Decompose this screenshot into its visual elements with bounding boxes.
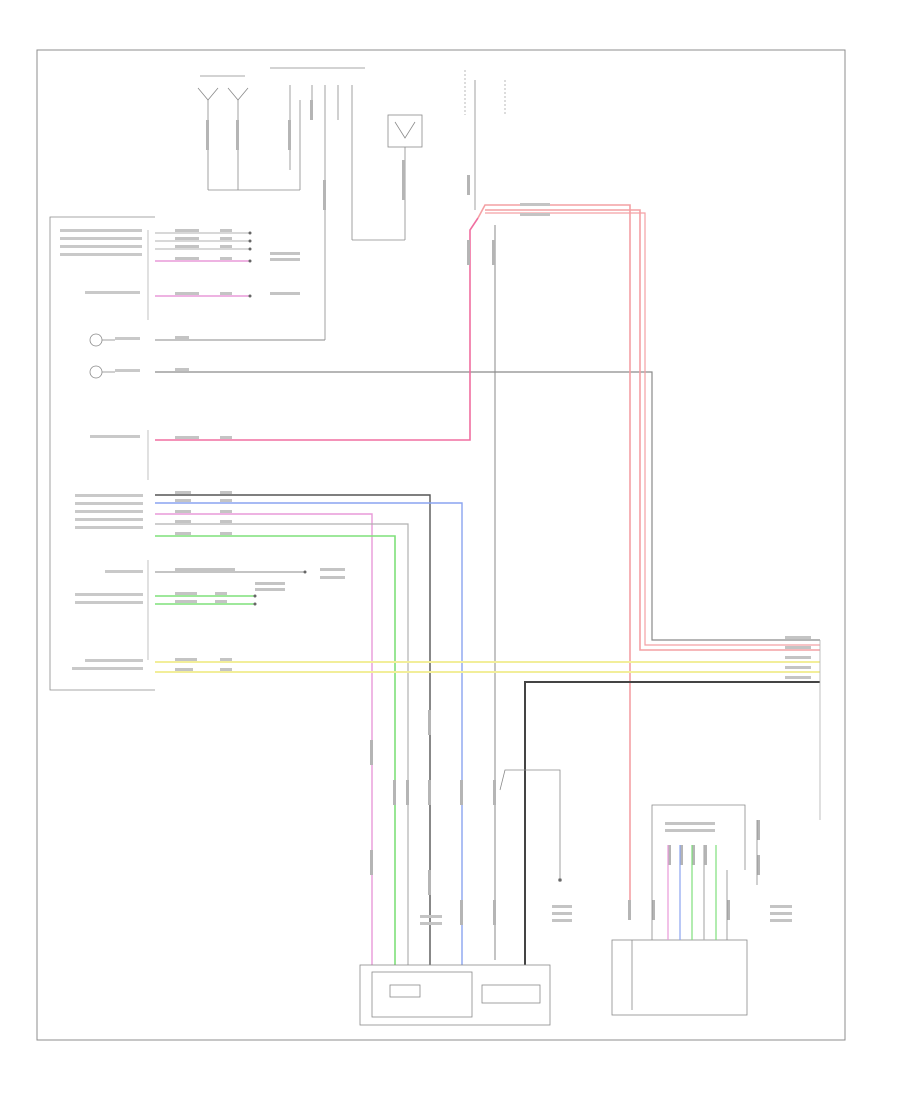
radio-module — [49, 216, 155, 691]
wire-batt-pink — [155, 217, 479, 441]
wire-aux-darkgray — [155, 494, 431, 965]
fuse-block-component — [464, 70, 506, 210]
wire-aux-pink — [155, 513, 373, 965]
wire-usb-darkgray — [524, 681, 820, 965]
usb-ground-branch — [499, 769, 572, 922]
wire-aux-green — [155, 535, 396, 965]
wires — [155, 204, 821, 965]
antenna-symbol-2 — [89, 365, 115, 379]
wire-red-3 — [485, 212, 820, 646]
wire-label-blocks — [175, 203, 811, 679]
connector-dots — [248, 231, 307, 606]
wire-aux-gray — [155, 523, 409, 965]
vertical-wire-marks — [206, 100, 760, 925]
radio-pin-label-blocks — [60, 229, 143, 670]
aux-audio-input-module — [359, 964, 551, 1026]
wire-aux-blue — [155, 502, 463, 965]
display-module — [611, 804, 792, 1016]
antenna-component — [197, 75, 301, 191]
antenna-symbol-1 — [89, 333, 115, 347]
wire-ant2-gray — [155, 371, 820, 641]
wire-red-2 — [485, 209, 820, 651]
steering-wheel-controls — [270, 67, 405, 340]
aux-inner-label — [420, 915, 442, 925]
diagram-frame — [36, 49, 846, 1041]
wire-red-1 — [477, 204, 631, 910]
